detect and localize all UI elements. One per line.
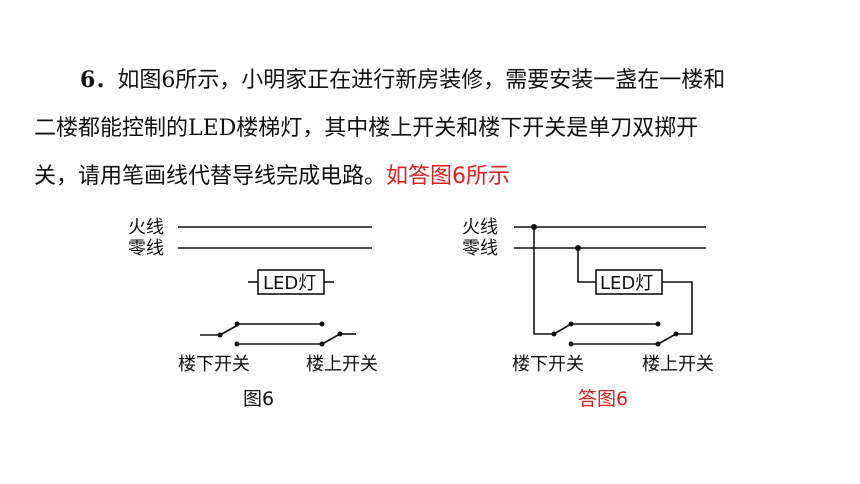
answer-note: 如答图6所示 xyxy=(386,164,511,189)
live-wire-label: 火线 xyxy=(128,217,164,238)
upstairs-switch-contact-top xyxy=(655,321,661,327)
question-text: 6．如图6所示，小明家正在进行新房装修，需要安装一盏在一楼和 二楼都能控制的LE… xyxy=(34,56,834,201)
figure-left: 火线 零线 LED灯 楼下开关 楼上开关 图6 xyxy=(128,217,378,410)
upstairs-switch-blade xyxy=(321,333,341,345)
upstairs-switch-label: 楼上开关 xyxy=(642,354,714,375)
question-line-3: 关，请用笔画线代替导线完成电路。如答图6所示 xyxy=(34,164,511,189)
downstairs-switch-blade xyxy=(219,324,239,336)
question-line-1: 6．如图6所示，小明家正在进行新房装修，需要安装一盏在一楼和 xyxy=(80,67,726,93)
question-line-2: 二楼都能控制的LED楼梯灯，其中楼上开关和楼下开关是单刀双掷开 xyxy=(34,116,699,141)
downstairs-switch-label: 楼下开关 xyxy=(178,354,250,375)
upstairs-switch-pivot xyxy=(673,331,679,337)
lamp-to-switch-wire xyxy=(662,281,693,335)
answer-figure-caption: 答图6 xyxy=(578,388,628,410)
upstairs-switch-label: 楼上开关 xyxy=(306,354,378,375)
neutral-wire-label: 零线 xyxy=(128,238,164,259)
circuit-figures: 火线 零线 LED灯 楼下开关 楼上开关 图6 火线 零线 xyxy=(128,217,714,410)
upstairs-switch-blade xyxy=(657,333,677,345)
neutral-to-lamp-wire xyxy=(577,248,596,283)
live-wire-label: 火线 xyxy=(462,217,498,238)
figure-caption: 图6 xyxy=(243,388,274,410)
downstairs-switch-blade xyxy=(553,323,572,335)
question-number: 6． xyxy=(80,67,118,93)
upstairs-switch-contact-top xyxy=(319,321,325,327)
downstairs-switch-label: 楼下开关 xyxy=(512,354,584,375)
neutral-wire-label: 零线 xyxy=(462,238,498,259)
live-to-switch-wire xyxy=(533,227,554,335)
figure-right: 火线 零线 LED灯 楼下开关 楼上开关 答图6 xyxy=(462,217,714,410)
led-lamp-label: LED灯 xyxy=(600,273,653,294)
led-lamp-label: LED灯 xyxy=(263,273,316,294)
